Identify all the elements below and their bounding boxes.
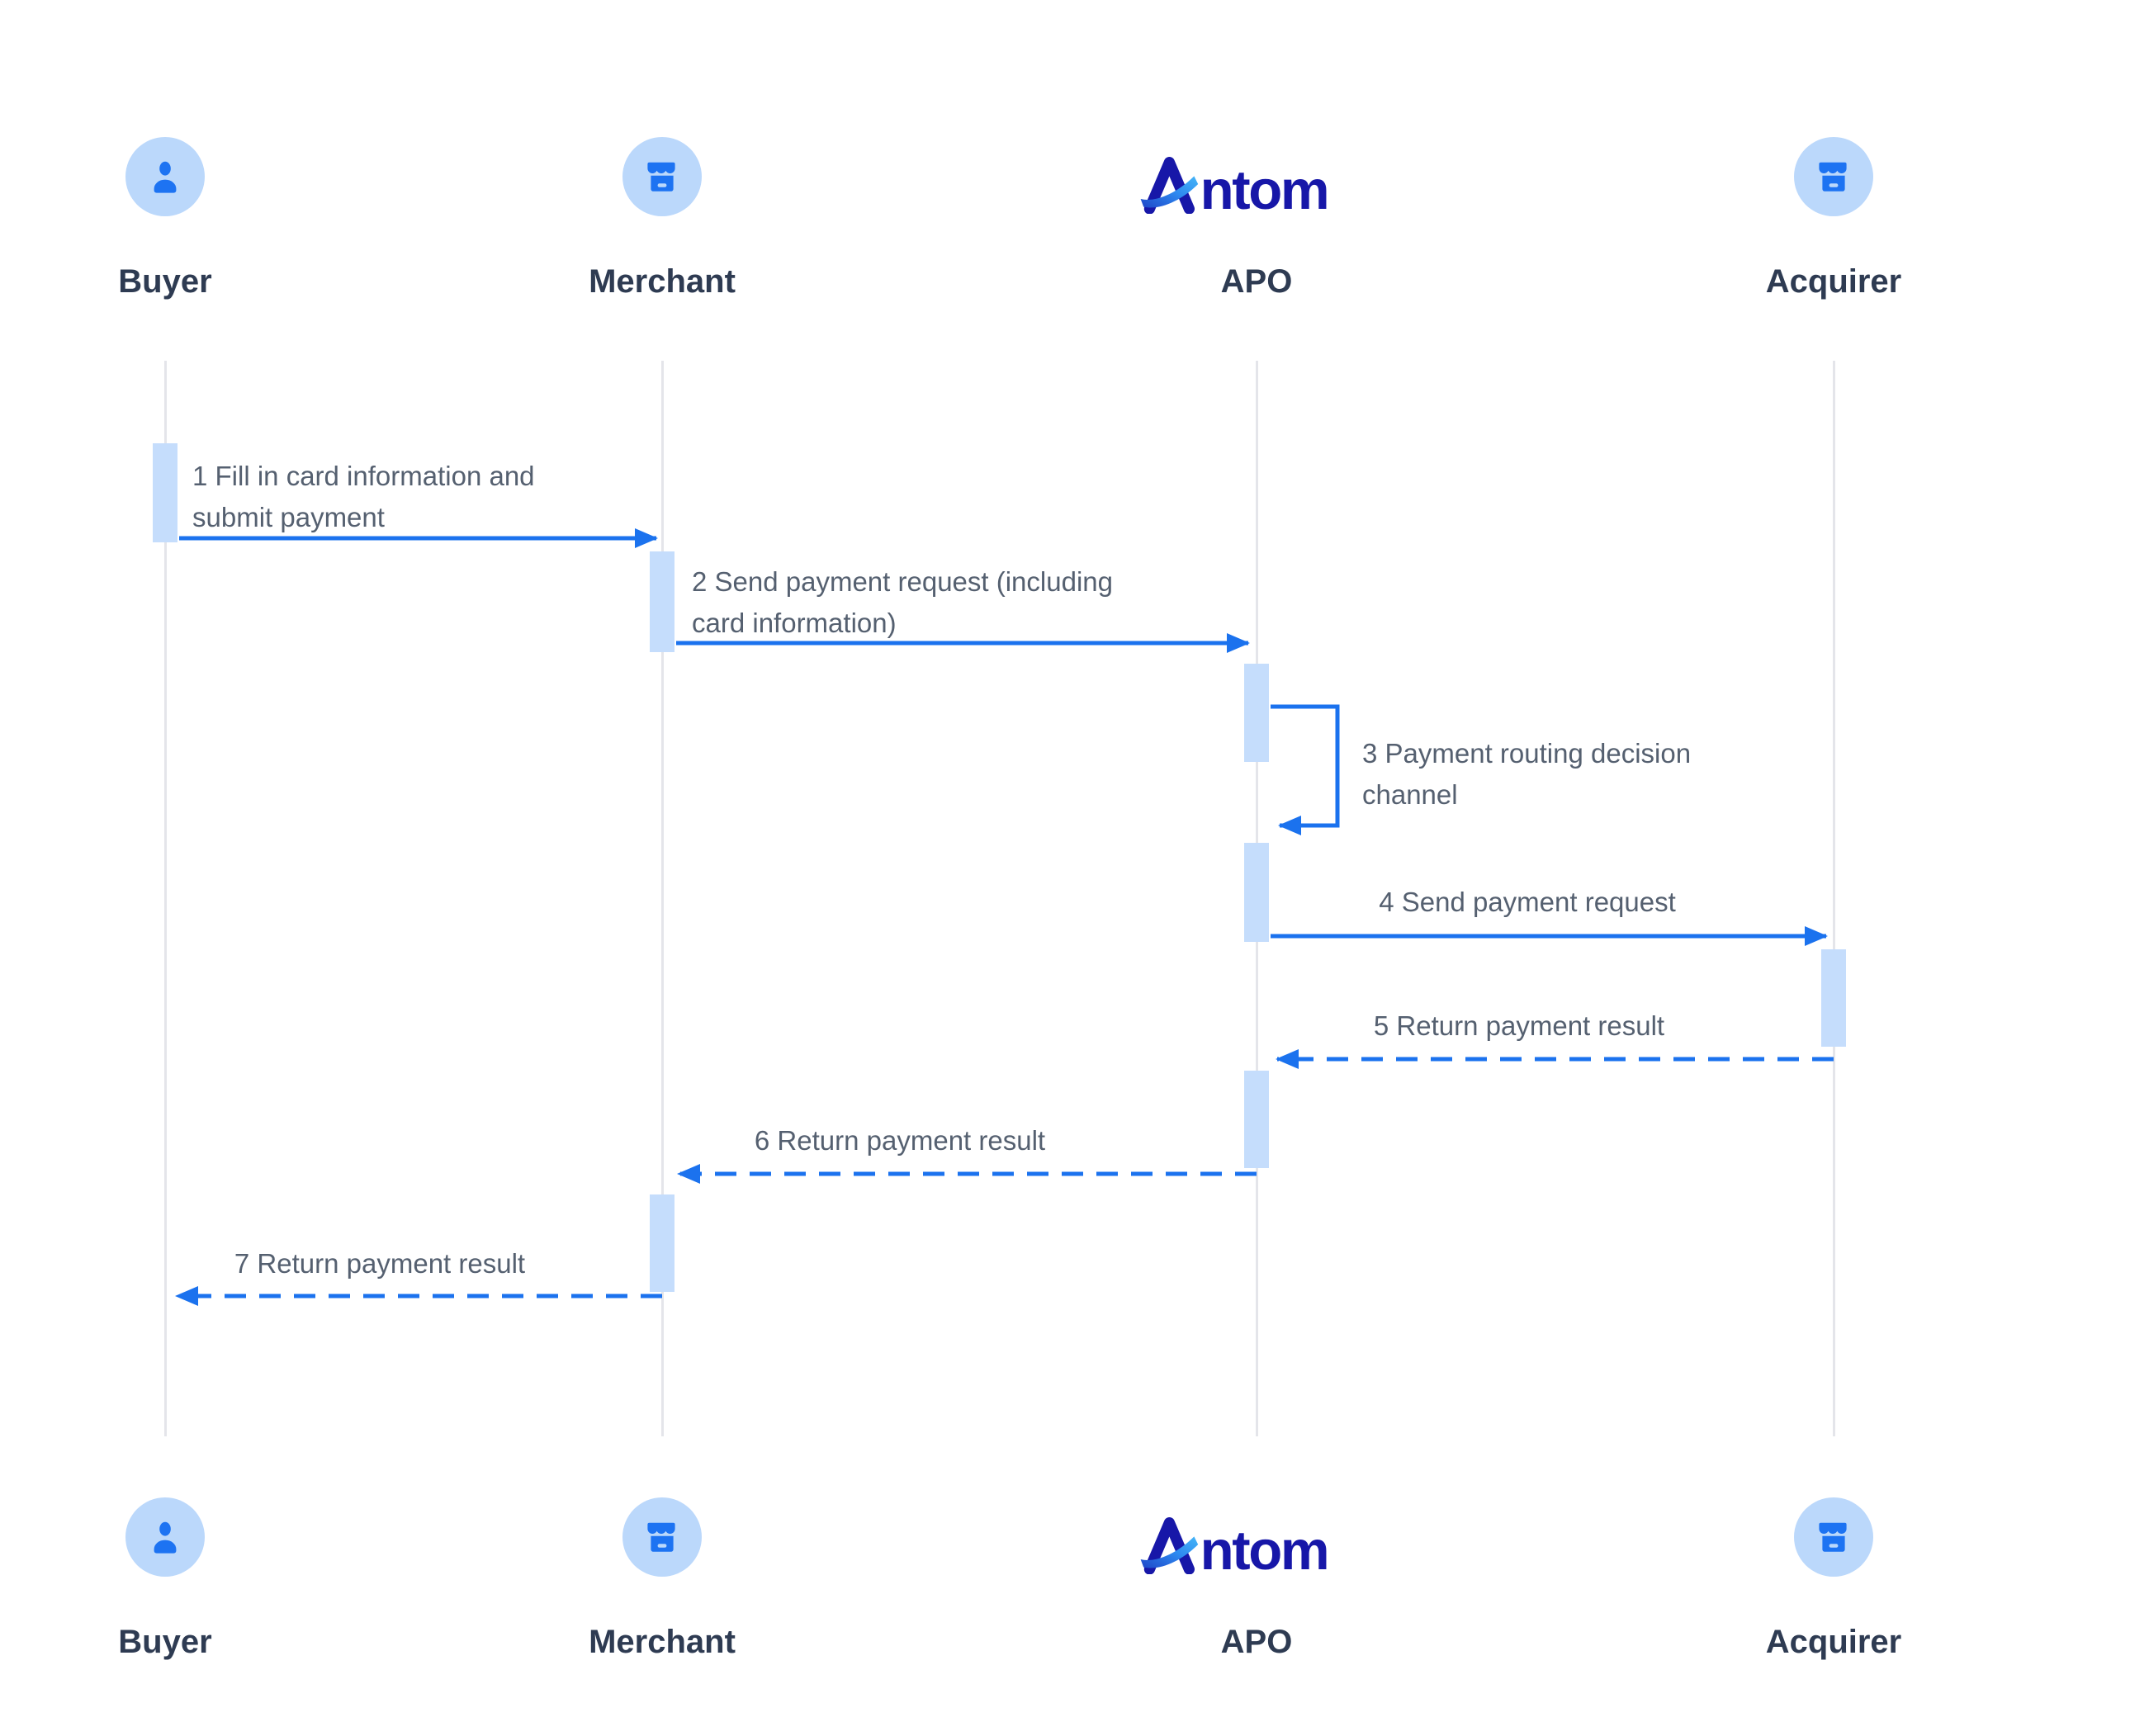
antom-logo: ntom [1124, 137, 1389, 216]
message-5-label: 5 Return payment result [1373, 1010, 1665, 1041]
activation-acquirer-1 [1821, 949, 1846, 1047]
store-icon [1794, 137, 1873, 216]
actor-buyer-top: Buyer [33, 137, 297, 300]
lifeline-buyer [164, 361, 167, 1436]
store-icon [622, 1497, 702, 1577]
actor-acquirer-top: Acquirer [1702, 137, 1966, 300]
antom-logo: ntom [1124, 1497, 1389, 1577]
activation-merchant-1 [650, 551, 674, 652]
message-3-label: 3 Payment routing decision channel [1362, 738, 1692, 810]
actor-merchant-bottom: Merchant [530, 1497, 794, 1661]
actor-label-acquirer: Acquirer [1765, 263, 1902, 300]
person-icon [125, 137, 205, 216]
actor-apo-top: ntom APO [1124, 137, 1389, 300]
activation-buyer-1 [153, 443, 178, 542]
actor-label-merchant: Merchant [589, 263, 736, 300]
lifeline-acquirer [1833, 361, 1835, 1436]
svg-text:ntom: ntom [1200, 1520, 1328, 1574]
svg-text:ntom: ntom [1200, 159, 1328, 214]
actor-label-buyer: Buyer [118, 1624, 212, 1660]
actor-label-buyer: Buyer [118, 263, 212, 300]
activation-apo-1 [1244, 664, 1269, 762]
message-2-label: 2 Send payment request (including card i… [692, 566, 1113, 638]
actor-buyer-bottom: Buyer [33, 1497, 297, 1661]
person-icon [125, 1497, 205, 1577]
store-icon [622, 137, 702, 216]
message-1-label: 1 Fill in card information and submit pa… [192, 461, 535, 532]
message-4-label: 4 Send payment request [1379, 887, 1676, 917]
store-icon [1794, 1497, 1873, 1577]
lifeline-merchant [661, 361, 664, 1436]
actor-apo-bottom: ntom APO [1124, 1497, 1389, 1661]
actor-label-apo: APO [1220, 1624, 1293, 1660]
actor-merchant-top: Merchant [530, 137, 794, 300]
activation-apo-2 [1244, 843, 1269, 942]
actor-label-apo: APO [1220, 263, 1293, 300]
activation-merchant-2 [650, 1194, 674, 1292]
actor-label-acquirer: Acquirer [1765, 1624, 1902, 1660]
activation-apo-3 [1244, 1071, 1269, 1168]
message-6-label: 6 Return payment result [754, 1125, 1046, 1156]
message-3-self-loop-arrow [1271, 704, 1340, 835]
actor-label-merchant: Merchant [589, 1624, 736, 1660]
actor-acquirer-bottom: Acquirer [1702, 1497, 1966, 1661]
message-7-label: 7 Return payment result [234, 1248, 526, 1279]
